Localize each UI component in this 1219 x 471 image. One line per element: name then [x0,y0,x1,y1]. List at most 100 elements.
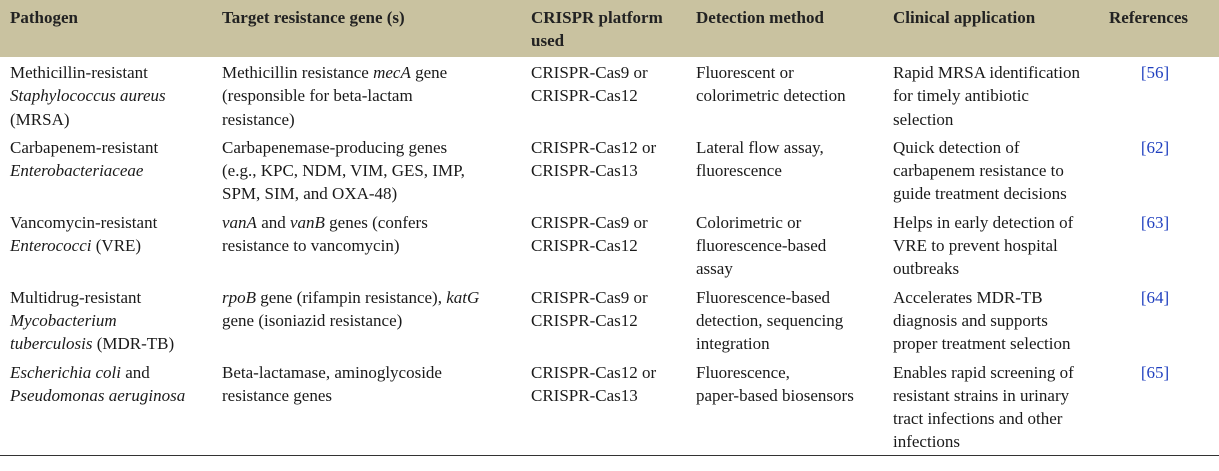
cell-clinical: Helps in early detection of VRE to preve… [883,207,1107,282]
cell-pathogen: Methicillin-resistant Staphylococcus aur… [0,57,212,132]
text-line: Enterobacteriaceae [10,159,208,182]
text-line: Lateral flow assay, [696,137,824,157]
text-line: guide treatment decisions [893,184,1067,204]
cell-detection: Fluorescence-based detection, sequencing… [686,282,883,357]
reference-link[interactable]: [56] [1140,63,1170,82]
text-span: and [120,362,150,382]
table-header: Pathogen Target resistance gene (s) CRIS… [0,0,1219,57]
text-line: integration [696,334,770,354]
text-line: colorimetric detection [696,86,846,106]
header-references: References [1109,8,1188,27]
text-line: fluorescence [696,161,782,181]
italic-text: vanB [289,212,325,232]
text-line: paper-based biosensors [696,385,854,405]
cell-reference: [62] [1107,132,1219,207]
text-line: Fluorescent or [696,63,794,82]
text-span: (MDR-TB) [92,334,175,354]
text-span: gene [410,63,448,82]
cell-platform: CRISPR-Cas9 or CRISPR-Cas12 [521,57,686,132]
header-platform-line2: used [531,31,565,50]
cell-detection: Fluorescence, paper-based biosensors [686,356,883,456]
text-line: Helps in early detection of [893,212,1074,232]
text-span: gene (rifampin resistance), [256,287,447,307]
text-line: Methicillin resistance mecA gene [222,61,517,84]
text-line: resistance to vancomycin) [222,236,400,256]
text-line: gene (isoniazid resistance) [222,310,403,330]
italic-text: Pseudomonas aeruginosa [10,385,186,405]
text-line: CRISPR-Cas9 or [531,63,648,82]
text-line: Staphylococcus aureus [10,84,208,107]
table-body: Methicillin-resistant Staphylococcus aur… [0,57,1219,456]
text-span: (VRE) [91,236,142,256]
italic-text: rpoB [222,287,256,307]
cell-target-gene: rpoB gene (rifampin resistance), katG ge… [212,282,521,357]
table-row: Methicillin-resistant Staphylococcus aur… [0,57,1219,132]
text-line: fluorescence-based [696,236,827,256]
text-line: outbreaks [893,259,960,279]
italic-text: tuberculosis [10,334,93,354]
cell-target-gene: Beta-lactamase, aminoglycoside resistanc… [212,356,521,456]
header-detection-method: Detection method [696,8,824,27]
cell-platform: CRISPR-Cas12 or CRISPR-Cas13 [521,356,686,456]
cell-reference: [65] [1107,356,1219,456]
text-line: Fluorescence, [696,362,790,382]
text-line: SPM, SIM, and OXA-48) [222,184,398,204]
crispr-amr-table: Pathogen Target resistance gene (s) CRIS… [0,0,1219,456]
text-line: Quick detection of [893,137,1020,157]
cell-pathogen: Multidrug-resistant Mycobacterium tuberc… [0,282,212,357]
text-line: Escherichia coli and [10,361,208,384]
reference-link[interactable]: [64] [1140,287,1170,307]
text-line: Colorimetric or [696,212,802,232]
cell-pathogen: Escherichia coli and Pseudomonas aerugin… [0,356,212,456]
cell-reference: [56] [1107,57,1219,132]
cell-platform: CRISPR-Cas9 or CRISPR-Cas12 [521,207,686,282]
cell-platform: CRISPR-Cas9 or CRISPR-Cas12 [521,282,686,357]
cell-detection: Lateral flow assay, fluorescence [686,132,883,207]
text-line: (e.g., KPC, NDM, VIM, GES, IMP, [222,161,465,181]
italic-text: Enterococci [10,236,92,256]
text-line: selection [893,109,954,129]
header-row: Pathogen Target resistance gene (s) CRIS… [0,0,1219,57]
cell-pathogen: Carbapenem-resistant Enterobacteriaceae [0,132,212,207]
table-row: Carbapenem-resistant Enterobacteriaceae … [0,132,1219,207]
text-line: Multidrug-resistant [10,287,142,307]
reference-link[interactable]: [63] [1140,212,1170,232]
header-platform-line1: CRISPR platform [531,8,663,27]
text-line: CRISPR-Cas12 [531,86,638,106]
text-line: Beta-lactamase, aminoglycoside [222,362,442,382]
cell-target-gene: Carbapenemase-producing genes (e.g., KPC… [212,132,521,207]
text-line: resistance genes [222,385,332,405]
header-clinical-application: Clinical application [893,8,1036,27]
cell-platform: CRISPR-Cas12 or CRISPR-Cas13 [521,132,686,207]
italic-text: Staphylococcus aureus [10,86,166,106]
text-line: CRISPR-Cas12 [531,310,638,330]
text-span: and [256,212,290,232]
table-row: Vancomycin-resistant Enterococci (VRE) v… [0,207,1219,282]
reference-link[interactable]: [62] [1140,137,1170,157]
text-line: rpoB gene (rifampin resistance), katG [222,286,517,309]
italic-text: Escherichia coli [10,362,121,382]
cell-detection: Fluorescent or colorimetric detection [686,57,883,132]
header-crispr-platform: CRISPR platform used [521,0,686,57]
cell-target-gene: vanA and vanB genes (confers resistance … [212,207,521,282]
text-line: Vancomycin-resistant [10,212,158,232]
text-line: resistance) [222,109,295,129]
cell-reference: [64] [1107,282,1219,357]
reference-link[interactable]: [65] [1140,362,1170,382]
table-row: Multidrug-resistant Mycobacterium tuberc… [0,282,1219,357]
italic-text: mecA [373,63,411,82]
text-line: CRISPR-Cas12 or [531,137,657,157]
text-line: CRISPR-Cas9 or [531,287,648,307]
cell-clinical: Enables rapid screening of resistant str… [883,356,1107,456]
text-line: proper treatment selection [893,334,1071,354]
text-line: diagnosis and supports [893,310,1048,330]
text-line: Carbapenemase-producing genes [222,137,448,157]
text-line: Fluorescence-based [696,287,831,307]
text-line: (MRSA) [10,109,70,129]
italic-text: vanA [222,212,257,232]
text-line: CRISPR-Cas13 [531,385,638,405]
text-line: infections [893,432,961,452]
text-line: tuberculosis (MDR-TB) [10,332,208,355]
cell-clinical: Accelerates MDR-TB diagnosis and support… [883,282,1107,357]
text-span: Methicillin resistance [222,63,374,82]
